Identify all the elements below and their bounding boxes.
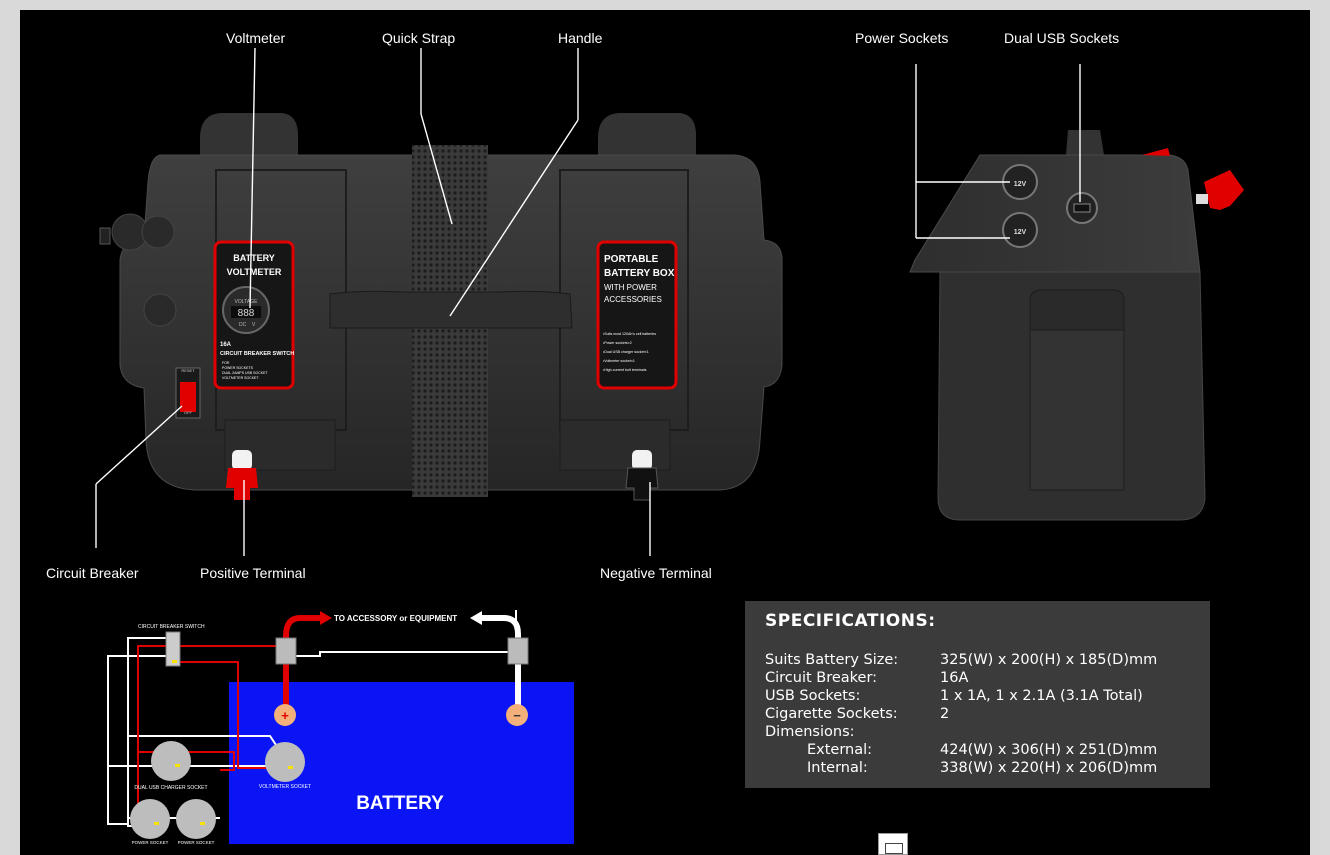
voltmeter-socket-icon [265,742,305,782]
quick-strap-callout: Quick Strap [382,30,456,46]
label-with-power: WITH POWER [604,283,657,292]
spec-label: Internal: [807,760,868,776]
label-bullet-4: •Voltmeter socket×1 [603,359,635,363]
label-bullet-1: •Suits most 120Ah's cell batteries [603,332,656,336]
spec-row-external: External: 424(W) x 306(H) x 251(D)mm [765,742,1157,758]
circuit-breaker-callout: Circuit Breaker [46,565,139,581]
spec-value: 338(W) x 220(H) x 206(D)mm [940,760,1158,776]
front-view-box [99,113,783,501]
voltmeter-socket-label: VOLTMETER SOCKET [259,784,311,790]
spec-row-cigarette-sockets: Cigarette Sockets: 2 [765,706,949,722]
dual-usb-sockets-callout: Dual USB Sockets [1004,30,1120,46]
meter-label: VOLTAGE [235,299,259,305]
to-accessory-label: TO ACCESSORY or EQUIPMENT [334,614,457,623]
battery-box-illustration: BATTERY VOLTMETER VOLTAGE 888 DC V 16A C… [95,47,1244,845]
panel-s4: VOLTMETER SOCKET [222,376,259,380]
panel-cb: CIRCUIT BREAKER SWITCH [220,351,294,357]
product-diagram-page: BATTERY VOLTMETER VOLTAGE 888 DC V 16A C… [20,10,1310,855]
label-bullet-5: •High-current bolt terminals [603,368,647,372]
spec-label: Circuit Breaker: [765,670,878,686]
spec-row-battery-size: Suits Battery Size: 325(W) x 200(H) x 185… [765,652,1157,668]
spec-label: Cigarette Sockets: [765,706,898,722]
positive-terminal-callout: Positive Terminal [200,565,306,581]
specifications-panel: SPECIFICATIONS: Suits Battery Size: 325(W… [745,601,1210,788]
spec-value: 2 [940,706,950,722]
negative-terminal-symbol: − [513,708,521,723]
panel-voltmeter-text: VOLTMETER [227,267,282,277]
panel-s2: POWER SOCKETS [222,366,254,370]
voltmeter-callout: Voltmeter [226,30,286,46]
panel-s3: DUAL 2AMPS USB SOCKET [222,371,268,375]
meter-digits: 888 [238,308,255,319]
spec-row-usb-sockets: USB Sockets: 1 x 1A, 1 x 2.1A (3.1A Total… [765,688,1143,704]
meter-v: V [252,322,256,328]
meter-dc: DC [239,322,247,328]
battery-box-label-panel: PORTABLE BATTERY BOX WITH POWER ACCESSOR… [596,240,678,390]
wiring-diagram: BATTERY [107,610,574,845]
side-view-box: 12V 12V [909,130,1244,521]
page-scroll-handle[interactable] [878,833,908,855]
spec-value: 424(W) x 306(H) x 251(D)mm [940,742,1158,758]
power-socket-2-icon [176,799,216,839]
voltmeter-panel: BATTERY VOLTMETER VOLTAGE 888 DC V 16A C… [181,240,295,415]
specifications-title: SPECIFICATIONS: [765,611,936,631]
usb-socket-label: DUAL USB CHARGER SOCKET [134,785,207,791]
power-socket-1-label: POWER SOCKET [132,840,169,845]
breaker-reset-label: RESET [181,368,195,373]
panel-s1: FOR [222,361,230,365]
panel-amp: 16A [220,342,232,348]
panel-battery-text: BATTERY [233,253,275,263]
breaker-switch-label: CIRCUIT BREAKER SWITCH [138,624,205,630]
spec-value: 16A [940,670,969,686]
spec-label: USB Sockets: [765,688,861,704]
spec-label: Dimensions: [765,724,855,740]
label-portable: PORTABLE [604,254,659,265]
positive-terminal-symbol: + [281,708,289,723]
spec-label: External: [807,742,873,758]
spec-label: Suits Battery Size: [765,652,899,668]
label-bullet-2: •Power sockets×2 [603,341,632,345]
callout-lines [95,47,1081,556]
spec-value: 1 x 1A, 1 x 2.1A (3.1A Total) [940,688,1143,704]
handle-callout: Handle [558,30,603,46]
power-sockets-callout: Power Sockets [855,30,949,46]
label-battery-box: BATTERY BOX [604,268,675,279]
power-socket-top-label: 12V [1014,181,1027,188]
power-socket-1-icon [130,799,170,839]
spec-row-circuit-breaker: Circuit Breaker: 16A [765,670,968,686]
usb-socket-icon [151,741,191,781]
power-socket-bottom-label: 12V [1014,229,1027,236]
spec-row-internal: Internal: 338(W) x 220(H) x 206(D)mm [765,760,1157,776]
negative-terminal-callout: Negative Terminal [600,565,712,581]
spec-value: 325(W) x 200(H) x 185(D)mm [940,652,1158,668]
label-accessories: ACCESSORIES [604,295,662,304]
breaker-off-label: OFF [184,410,193,415]
label-bullet-3: •Dual USB charger socket×1 [603,350,649,354]
battery-label: BATTERY [356,793,444,814]
power-socket-2-label: POWER SOCKET [178,840,215,845]
spec-row-dimensions: Dimensions: [765,724,940,740]
